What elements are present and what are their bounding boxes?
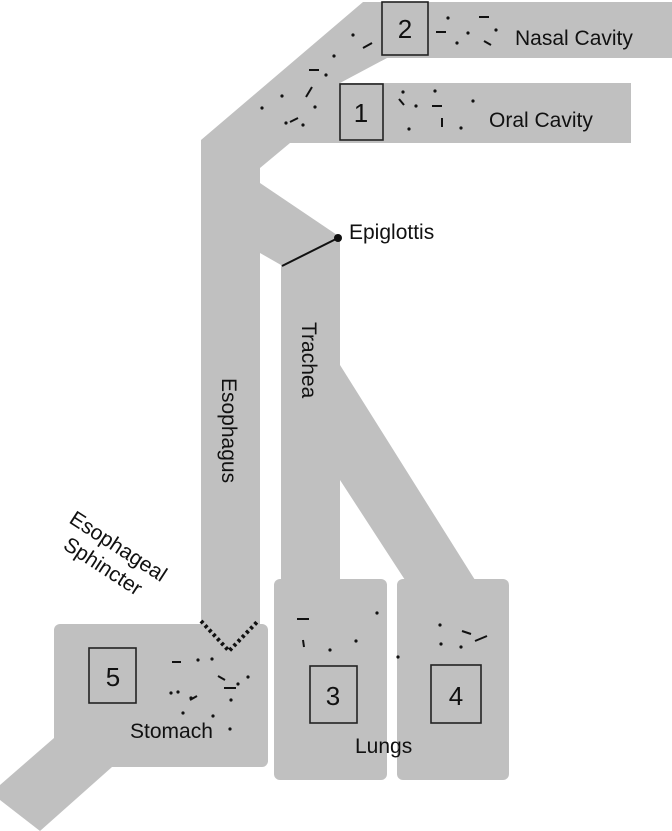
particle-dot [328, 648, 332, 652]
particle-dot [459, 126, 463, 130]
label-nasal-cavity: Nasal Cavity [515, 27, 633, 50]
marker-1: 1 [354, 98, 368, 128]
particle-dash [398, 98, 405, 106]
particle-dot [301, 123, 305, 127]
particle-dash [302, 639, 305, 648]
particle-dot [455, 41, 459, 45]
label-lungs: Lungs [355, 735, 412, 758]
particle-dot [494, 28, 498, 32]
particle-dot [236, 682, 240, 686]
particles [169, 16, 498, 731]
particle-dot [438, 623, 442, 627]
nasal-cavity-region [201, 2, 672, 630]
lung-left-region [274, 579, 387, 780]
label-epiglottis: Epiglottis [349, 221, 434, 244]
particle-dot [446, 16, 450, 20]
particle-dash [362, 42, 373, 49]
particle-dot [471, 99, 475, 103]
particle-dot [169, 691, 173, 695]
particle-dot [375, 611, 379, 615]
epiglottis-dot [334, 234, 342, 242]
label-trachea: Trachea [297, 322, 320, 399]
particle-dot [351, 33, 355, 37]
particle-dot [324, 73, 328, 77]
particle-dot [196, 658, 200, 662]
marker-3: 3 [326, 681, 340, 711]
stomach-region [54, 624, 268, 767]
particle-dot [433, 89, 437, 93]
label-stomach: Stomach [130, 720, 213, 743]
particle-dot [229, 698, 233, 702]
particle-dot [396, 655, 400, 659]
marker-box-2 [381, 1, 429, 56]
particle-dot [466, 31, 470, 35]
marker-5: 5 [106, 662, 120, 692]
label-esophagus: Esophagus [217, 378, 240, 483]
particle-dot [332, 54, 336, 58]
particle-dot [176, 690, 180, 694]
particle-dash [474, 635, 488, 642]
particle-dash [305, 86, 313, 98]
marker-4: 4 [449, 681, 463, 711]
particle-dot [228, 727, 232, 731]
marker-box-3 [309, 665, 358, 724]
particle-dash [461, 630, 472, 635]
particle-dot [439, 642, 443, 646]
particle-dot [407, 127, 411, 131]
particle-dot [313, 105, 317, 109]
particle-dot [284, 121, 288, 125]
particle-dash [217, 675, 226, 681]
particle-dot [181, 711, 185, 715]
lung-right-region [397, 579, 509, 780]
marker-box-4 [430, 664, 482, 724]
particle-dot [459, 645, 463, 649]
epiglottis-line [281, 237, 339, 267]
particle-dot [246, 675, 250, 679]
marker-box-1 [339, 83, 384, 141]
particle-dash [189, 695, 198, 701]
particle-dot [414, 104, 418, 108]
particle-dot [211, 714, 215, 718]
marker-2: 2 [398, 14, 412, 44]
particle-dot [210, 657, 214, 661]
particle-dash [483, 40, 492, 46]
stomach-exit-region [0, 738, 112, 831]
esophageal-sphincter-line [199, 619, 260, 654]
particle-dash [289, 117, 299, 123]
particle-dot [401, 90, 405, 94]
particle-dot [354, 639, 358, 643]
marker-box-5 [88, 647, 137, 704]
label-oral-cavity: Oral Cavity [489, 109, 593, 132]
particle-dot [280, 94, 284, 98]
particle-dot [260, 106, 264, 110]
